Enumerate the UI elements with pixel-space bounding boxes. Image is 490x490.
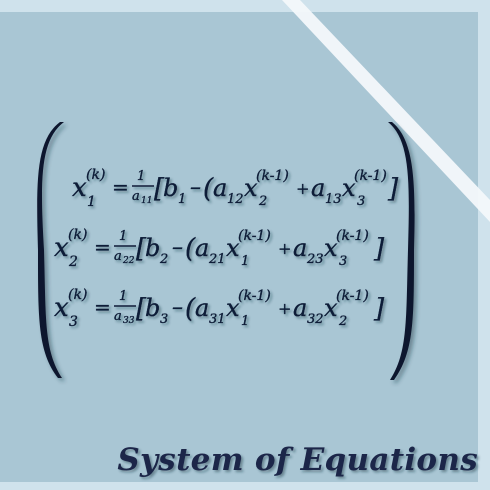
eq1-t2-var-sub: 3: [357, 194, 365, 209]
top-frame-strip: [0, 0, 490, 12]
eq3-t1-var-sub: 1: [241, 314, 249, 329]
eq1-t2-coef-sub: 13: [325, 192, 342, 207]
eq1-t2-coef: a: [311, 174, 325, 202]
right-frame-strip: [478, 0, 490, 490]
eq2-lhs-var: x: [54, 233, 69, 263]
eq2-frac-den: a: [114, 249, 122, 264]
eq2-t2-var: x: [324, 234, 338, 262]
eq1-lhs-sup: (k): [86, 167, 105, 183]
eq2-t2-coef: a: [293, 234, 307, 262]
eq1-frac-num: 1: [137, 169, 145, 184]
eq3-equals: =: [94, 295, 111, 319]
left-brace: [37, 122, 64, 378]
bottom-frame-strip: [0, 482, 490, 490]
eq2-t2-coef-sub: 23: [306, 252, 324, 267]
equation-row-3: x 3 (k) = 1 a 33 [ b 3 – ( a 31 x 1 (k-1…: [54, 287, 385, 330]
eq2-equals: =: [94, 235, 111, 259]
eq1-bracket-open: [: [154, 174, 165, 204]
eq3-paren-open: (: [185, 294, 196, 324]
eq2-lhs-sub: 2: [68, 254, 78, 270]
eq2-bracket-close: ]: [373, 234, 385, 264]
eq3-bracket-close: ]: [373, 294, 385, 324]
eq1-t1-coef: a: [213, 174, 227, 202]
eq1-frac-den: a: [132, 189, 140, 204]
equation-row-2: x 2 (k) = 1 a 22 [ b 2 – ( a 21 x 1 (k-1…: [54, 227, 385, 270]
eq3-t1-coef: a: [195, 294, 209, 322]
eq3-b: b: [145, 294, 160, 322]
eq3-t2-coef-sub: 32: [307, 312, 324, 327]
eq1-t2-var: x: [342, 174, 356, 202]
eq3-frac-den-sub: 33: [123, 316, 135, 326]
eq1-plus: +: [296, 179, 309, 198]
eq2-t1-var-sup: (k-1): [238, 228, 271, 244]
eq2-plus: +: [278, 239, 291, 258]
eq3-t2-var: x: [324, 294, 338, 322]
eq2-b-sub: 2: [159, 252, 168, 267]
eq3-lhs-sup: (k): [68, 287, 87, 303]
eq3-t1-var-sup: (k-1): [238, 288, 271, 304]
eq2-t2-var-sup: (k-1): [336, 228, 369, 244]
eq1-equals: =: [112, 175, 129, 199]
eq1-lhs-var: x: [72, 173, 87, 203]
eq2-bracket-open: [: [136, 234, 147, 264]
right-brace: [388, 122, 415, 380]
eq3-minus: –: [172, 295, 183, 320]
eq2-b: b: [145, 234, 160, 262]
eq3-bracket-open: [: [136, 294, 147, 324]
eq3-frac-num: 1: [119, 289, 127, 304]
eq2-minus: –: [172, 235, 183, 260]
eq3-t2-var-sup: (k-1): [336, 288, 369, 304]
eq3-t1-coef-sub: 31: [209, 312, 226, 327]
eq2-t1-coef-sub: 21: [208, 252, 226, 267]
eq3-frac-den: a: [114, 309, 122, 324]
eq3-t1-var: x: [226, 294, 240, 322]
eq3-lhs-var: x: [54, 293, 69, 323]
eq3-t2-var-sub: 2: [338, 314, 347, 329]
eq1-paren-open: (: [203, 174, 214, 204]
eq2-frac-num: 1: [119, 229, 127, 244]
eq1-b-sub: 1: [178, 192, 186, 207]
eq2-frac-den-sub: 22: [122, 256, 135, 266]
eq2-paren-open: (: [185, 234, 196, 264]
eq3-lhs-sub: 3: [69, 314, 78, 330]
eq1-minus: –: [190, 175, 201, 200]
eq1-bracket-close: ]: [387, 174, 399, 204]
eq1-b: b: [163, 174, 178, 202]
eq1-t1-var: x: [244, 174, 258, 202]
eq3-t2-coef: a: [293, 294, 307, 322]
eq1-lhs-sub: 1: [87, 194, 96, 210]
eq2-t1-coef: a: [195, 234, 209, 262]
diagonal-stripe: [282, 0, 490, 222]
equation-row-1: x 1 (k) = 1 a 11 [ b 1 – ( a 12 x 2 (k-1…: [72, 167, 399, 210]
eq1-t1-var-sup: (k-1): [256, 168, 289, 184]
eq1-t1-var-sub: 2: [258, 194, 267, 209]
eq3-plus: +: [278, 299, 291, 318]
eq2-t2-var-sub: 3: [339, 254, 347, 269]
eq1-t1-coef-sub: 12: [227, 192, 244, 207]
equation-rows: x 1 (k) = 1 a 11 [ b 1 – ( a 12 x 2 (k-1…: [54, 167, 399, 330]
eq2-t1-var-sub: 1: [241, 254, 249, 269]
eq2-t1-var: x: [226, 234, 240, 262]
eq2-lhs-sup: (k): [68, 227, 87, 243]
page-title: System of Equations: [117, 442, 478, 478]
eq3-b-sub: 3: [160, 312, 168, 327]
eq1-frac-den-sub: 11: [141, 196, 152, 206]
eq1-t2-var-sup: (k-1): [354, 168, 387, 184]
